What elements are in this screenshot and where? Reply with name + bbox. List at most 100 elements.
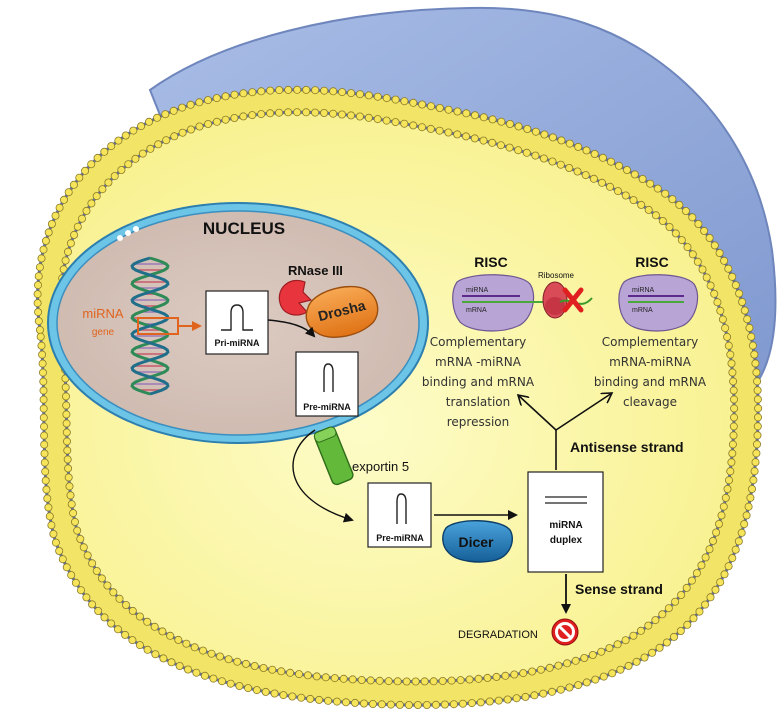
lipid-head: [700, 226, 709, 235]
lipid-head: [695, 607, 704, 616]
lipid-head: [435, 126, 444, 135]
lipid-head: [503, 695, 512, 704]
lipid-head: [730, 395, 739, 404]
exportin-5-channel: [313, 426, 354, 486]
lipid-head: [221, 92, 230, 101]
lipid-head: [332, 697, 341, 706]
lipid-head: [705, 233, 714, 242]
lipid-head: [731, 545, 740, 554]
lipid-head: [528, 667, 537, 676]
lipid-head: [400, 97, 409, 106]
lipid-head: [51, 538, 60, 547]
lipid-head: [324, 696, 333, 705]
lipid-head: [150, 622, 159, 631]
lipid-head: [167, 658, 176, 667]
export-arrow: [292, 429, 354, 523]
lipid-head: [178, 103, 187, 112]
lipid-head: [170, 132, 179, 141]
lipid-head: [693, 257, 702, 266]
lipid-head: [665, 222, 674, 231]
lipid-head: [43, 494, 52, 503]
lipid-head: [124, 160, 133, 169]
lipid-head: [93, 153, 102, 162]
lipid-head: [64, 188, 73, 197]
lipid-head: [677, 591, 686, 600]
dicer-label: Dicer: [458, 534, 494, 550]
lipid-head: [37, 254, 46, 263]
lipid-head: [135, 612, 144, 621]
lipid-head: [724, 264, 733, 273]
lipid-head: [40, 449, 49, 458]
lipid-head: [320, 86, 329, 95]
lipid-head: [444, 105, 453, 114]
lipid-head: [311, 86, 320, 95]
lipid-head: [107, 142, 116, 151]
lipid-head: [664, 604, 673, 613]
lipid-head: [539, 689, 548, 698]
lipid-head: [754, 404, 763, 413]
risc-right-title: RISC: [635, 254, 668, 270]
lipid-head: [63, 455, 72, 464]
lipid-head: [174, 635, 183, 644]
lipid-head: [103, 581, 112, 590]
lipid-head: [104, 178, 113, 187]
lipid-head: [661, 189, 670, 198]
lipid-head: [110, 172, 119, 181]
lipid-head: [417, 123, 426, 132]
lipid-head: [514, 146, 523, 155]
lipid-head: [740, 306, 749, 315]
lipid-head: [644, 621, 653, 630]
lipid-head: [382, 94, 391, 103]
lipid-head: [178, 128, 187, 137]
risc-left-desc-5: repression: [447, 415, 510, 429]
lipid-head: [476, 698, 485, 707]
lipid-head: [748, 341, 757, 350]
lipid-head: [646, 179, 655, 188]
lipid-head: [35, 263, 44, 272]
lipid-head: [49, 530, 58, 539]
rnase-iii-label: RNase III: [288, 263, 343, 278]
lipid-head: [461, 132, 470, 141]
lipid-head: [563, 659, 572, 668]
hairpin-icon: [396, 493, 407, 524]
lipid-head: [386, 700, 395, 709]
nucleus-title: NUCLEUS: [203, 219, 285, 238]
lipid-head: [709, 536, 718, 545]
lipid-head: [311, 108, 320, 117]
lipid-head: [713, 298, 722, 307]
sense-strand-label: Sense strand: [575, 581, 663, 597]
lipid-head: [505, 143, 514, 152]
lipid-head: [288, 692, 297, 701]
lipid-head: [195, 98, 204, 107]
gene-label-gene: gene: [92, 327, 115, 338]
lipid-head: [207, 649, 216, 658]
lipid-head: [266, 109, 275, 118]
pri-to-pre-arrow: [267, 319, 316, 338]
lipid-head: [689, 614, 698, 623]
lipid-head: [39, 395, 48, 404]
lipid-head: [41, 236, 50, 245]
lipid-head: [458, 699, 467, 708]
lipid-head: [200, 671, 209, 680]
lipid-head: [728, 272, 737, 281]
lipid-head: [190, 643, 199, 652]
lipid-head: [557, 136, 566, 145]
lipid-head: [752, 368, 761, 377]
lipid-head: [293, 108, 302, 117]
lipid-head: [44, 503, 53, 512]
lipid-head: [591, 675, 600, 684]
lipid-head: [536, 665, 545, 674]
lipid-head: [682, 583, 691, 592]
lipid-head: [55, 203, 64, 212]
lipid-head: [58, 555, 67, 564]
lipid-head: [754, 413, 763, 422]
lipid-head: [100, 147, 109, 156]
lipid-head: [623, 165, 632, 174]
lipid-head: [716, 306, 725, 315]
risc-left-mirna-label: miRNA: [466, 287, 488, 294]
lipid-head: [752, 449, 761, 458]
lipid-head: [350, 698, 359, 707]
lipid-head: [692, 569, 701, 578]
lipid-head: [40, 422, 49, 431]
lipid-head: [717, 511, 726, 520]
